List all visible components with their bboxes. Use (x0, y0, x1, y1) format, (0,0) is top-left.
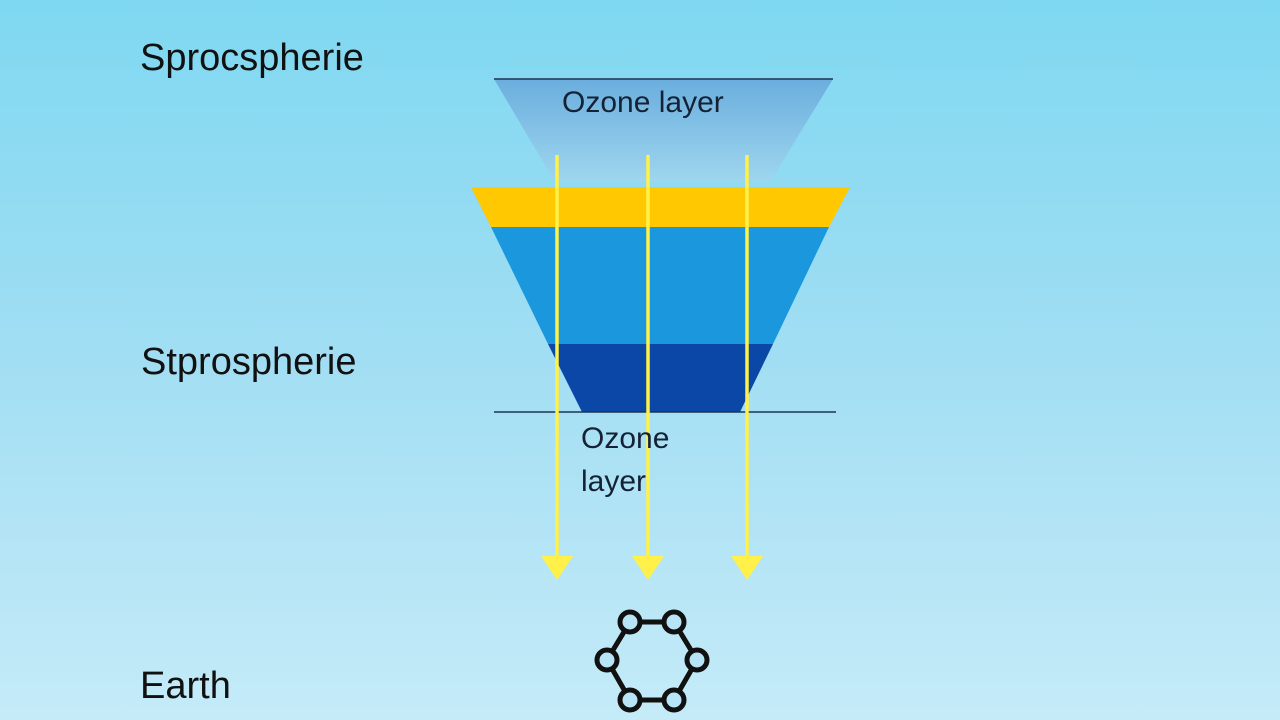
yellow-band (471, 187, 850, 227)
blue-band (491, 227, 829, 344)
uv-rays (555, 155, 749, 558)
down-arrow-icon (541, 556, 573, 580)
dark-band (548, 344, 773, 412)
down-arrow-icon (731, 556, 763, 580)
upper-ozone-label: Ozone layer (562, 86, 724, 119)
lower-ozone-label-line1: Ozone (581, 422, 670, 455)
down-arrow-icon (632, 556, 664, 580)
lower-ozone-label-line2: layer (581, 465, 647, 498)
sprocspherie-label: Sprocspherie (140, 37, 364, 79)
earth-label: Earth (140, 665, 231, 707)
stprospherie-label: Stprospherie (141, 341, 357, 383)
hexagon-molecule-icon (594, 609, 710, 713)
